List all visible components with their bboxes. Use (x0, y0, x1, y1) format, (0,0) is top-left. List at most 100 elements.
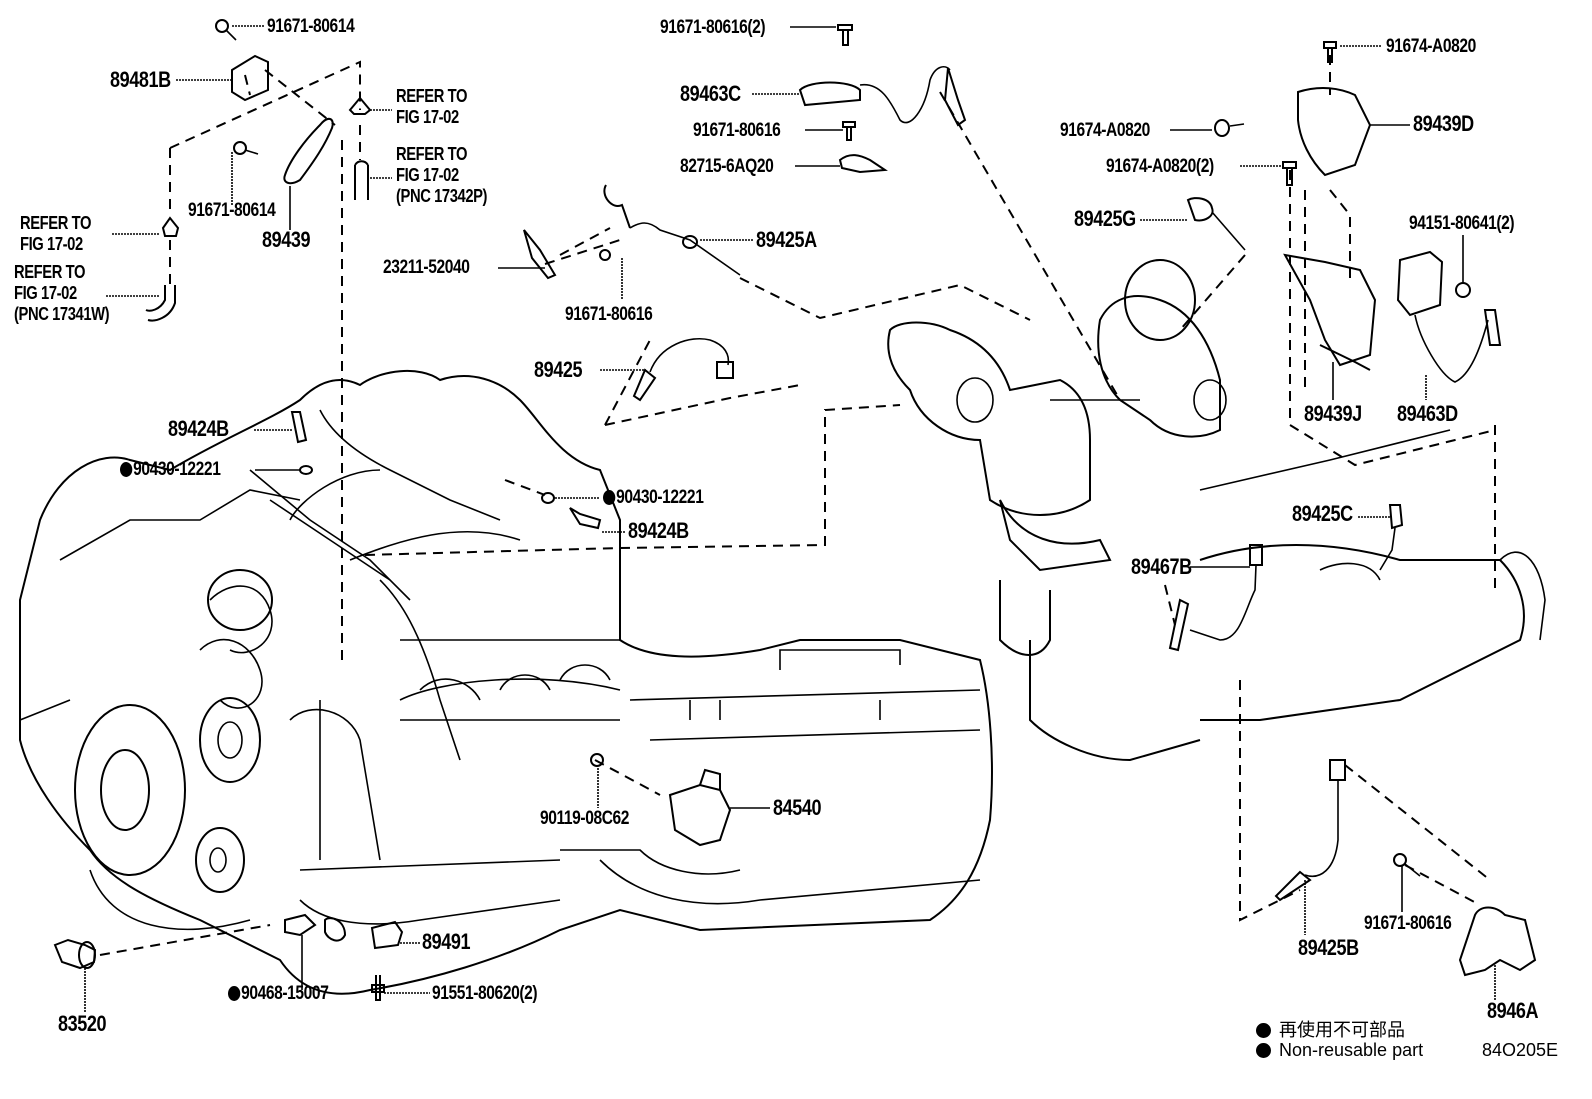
callout-text: 89424B (628, 518, 689, 543)
callout-text: 91551-80620(2) (432, 983, 538, 1004)
callout-90430-12221-upper[interactable]: 90430-12221 (120, 459, 221, 480)
callout-text: REFER TO (396, 86, 468, 106)
callout-91674-A0820-2[interactable]: 91674-A0820(2) (1106, 156, 1214, 177)
callout-text: 91671-80616(2) (660, 17, 766, 38)
non-reusable-dot-icon (120, 462, 133, 477)
callout-text: 89439J (1304, 401, 1362, 426)
callout-text-line2: FIG 17-02 (396, 107, 459, 127)
callout-90119-08C62[interactable]: 90119-08C62 (540, 808, 629, 829)
callout-text: 89425B (1298, 935, 1359, 960)
callout-text: 91671-80616 (1364, 913, 1452, 934)
assembly-guide-lines (99, 55, 1496, 956)
callout-90430-12221-lower[interactable]: 90430-12221 (603, 487, 704, 508)
callout-text-line3: (PNC 17342P) (396, 186, 488, 206)
callout-91671-80616-bottom[interactable]: 91671-80616 (1364, 913, 1452, 934)
callout-text: REFER TO (396, 144, 468, 164)
callout-89439D[interactable]: 89439D (1413, 111, 1474, 136)
figure-code: 84O205E (1482, 1040, 1559, 1060)
callout-text: 89439 (262, 227, 311, 252)
callout-text-line2: FIG 17-02 (396, 165, 459, 185)
callout-91671-80616-lower[interactable]: 91671-80616 (565, 304, 653, 325)
callout-text: 89425 (534, 357, 583, 382)
legend-japanese: 再使用不可部品 (1256, 1016, 1405, 1042)
callout-89424B-upper[interactable]: 89424B (168, 416, 229, 441)
callout-91551-80620-2[interactable]: 91551-80620(2) (432, 983, 538, 1004)
callout-89425C[interactable]: 89425C (1292, 501, 1353, 526)
callout-89425G[interactable]: 89425G (1074, 206, 1136, 231)
callout-89424B-lower[interactable]: 89424B (628, 518, 689, 543)
callout-89491[interactable]: 89491 (422, 929, 471, 954)
callout-23211-52040[interactable]: 23211-52040 (383, 257, 470, 278)
callout-text: 89424B (168, 416, 229, 441)
callout-text: 82715-6AQ20 (680, 156, 774, 177)
callout-text: 91671-80616 (565, 304, 653, 325)
engine-block-drawing (19, 369, 993, 995)
callout-text: 89425A (756, 227, 817, 252)
callout-text: 89463D (1397, 401, 1458, 426)
callout-8946A[interactable]: 8946A (1487, 998, 1539, 1023)
callout-text: 89467B (1131, 554, 1192, 579)
callout-91671-80614-top[interactable]: 91671-80614 (267, 16, 355, 37)
leader-lines (84, 25, 1496, 1012)
callout-89439[interactable]: 89439 (262, 227, 311, 252)
callout-89463C[interactable]: 89463C (680, 81, 741, 106)
callout-text: 91674-A0820 (1060, 120, 1150, 141)
callout-text: 8946A (1487, 998, 1539, 1023)
callout-text: 90468-15007 (241, 983, 329, 1004)
non-reusable-dot-icon (1256, 1043, 1271, 1058)
callout-text: 83520 (58, 1011, 107, 1036)
callout-text: 91671-80616 (693, 120, 781, 141)
callout-text: 89481B (110, 67, 171, 92)
non-reusable-dot-icon (603, 490, 616, 505)
callout-text: 89463C (680, 81, 741, 106)
callout-text: 94151-80641(2) (1409, 213, 1515, 234)
callout-text: REFER TO (14, 262, 86, 282)
callout-89425A[interactable]: 89425A (756, 227, 817, 252)
callout-91674-A0820-top[interactable]: 91674-A0820 (1386, 36, 1476, 57)
callout-text: 89491 (422, 929, 471, 954)
callout-text: 89425G (1074, 206, 1136, 231)
legend-english-text: Non-reusable part (1279, 1040, 1424, 1060)
callout-text-line2: FIG 17-02 (14, 283, 77, 303)
callout-text: 89439D (1413, 111, 1474, 136)
callout-83520[interactable]: 83520 (58, 1011, 107, 1036)
callout-text: REFER TO (20, 213, 92, 233)
callout-text: 91671-80614 (267, 16, 355, 37)
callout-text: 91674-A0820 (1386, 36, 1476, 57)
callout-text-line3: (PNC 17341W) (14, 304, 110, 324)
callout-text: 84540 (773, 795, 822, 820)
callout-text: 90119-08C62 (540, 808, 630, 829)
callout-90468-15007[interactable]: 90468-15007 (228, 983, 329, 1004)
callout-text: 91674-A0820(2) (1106, 156, 1214, 177)
callout-89425B[interactable]: 89425B (1298, 935, 1359, 960)
callout-89467B[interactable]: 89467B (1131, 554, 1192, 579)
callout-text: 89425C (1292, 501, 1353, 526)
non-reusable-dot-icon (228, 986, 241, 1001)
callout-91671-80614-mid[interactable]: 91671-80614 (188, 200, 276, 221)
legend-japanese-text: 再使用不可部品 (1279, 1020, 1405, 1040)
callout-94151-80641-2[interactable]: 94151-80641(2) (1409, 213, 1515, 234)
part-glyphs (53, 19, 1537, 1001)
non-reusable-dot-icon (1256, 1023, 1271, 1038)
legend-english: Non-reusable part (1256, 1040, 1423, 1061)
callout-91671-80616-2[interactable]: 91671-80616(2) (660, 17, 766, 38)
callout-text: 23211-52040 (383, 257, 470, 278)
callout-text-line2: FIG 17-02 (20, 234, 83, 254)
callout-text: 91671-80614 (188, 200, 276, 221)
exhaust-manifold-drawing (887, 259, 1546, 762)
callout-89425[interactable]: 89425 (534, 357, 583, 382)
callout-89463D[interactable]: 89463D (1397, 401, 1458, 426)
callout-89439J[interactable]: 89439J (1304, 401, 1362, 426)
callout-89481B[interactable]: 89481B (110, 67, 171, 92)
callout-84540[interactable]: 84540 (773, 795, 822, 820)
callout-text: 90430-12221 (133, 459, 221, 480)
callout-text: 90430-12221 (616, 487, 704, 508)
callout-91671-80616-upper[interactable]: 91671-80616 (693, 120, 781, 141)
callout-82715-6AQ20[interactable]: 82715-6AQ20 (680, 156, 774, 177)
callout-91674-A0820-side[interactable]: 91674-A0820 (1060, 120, 1150, 141)
